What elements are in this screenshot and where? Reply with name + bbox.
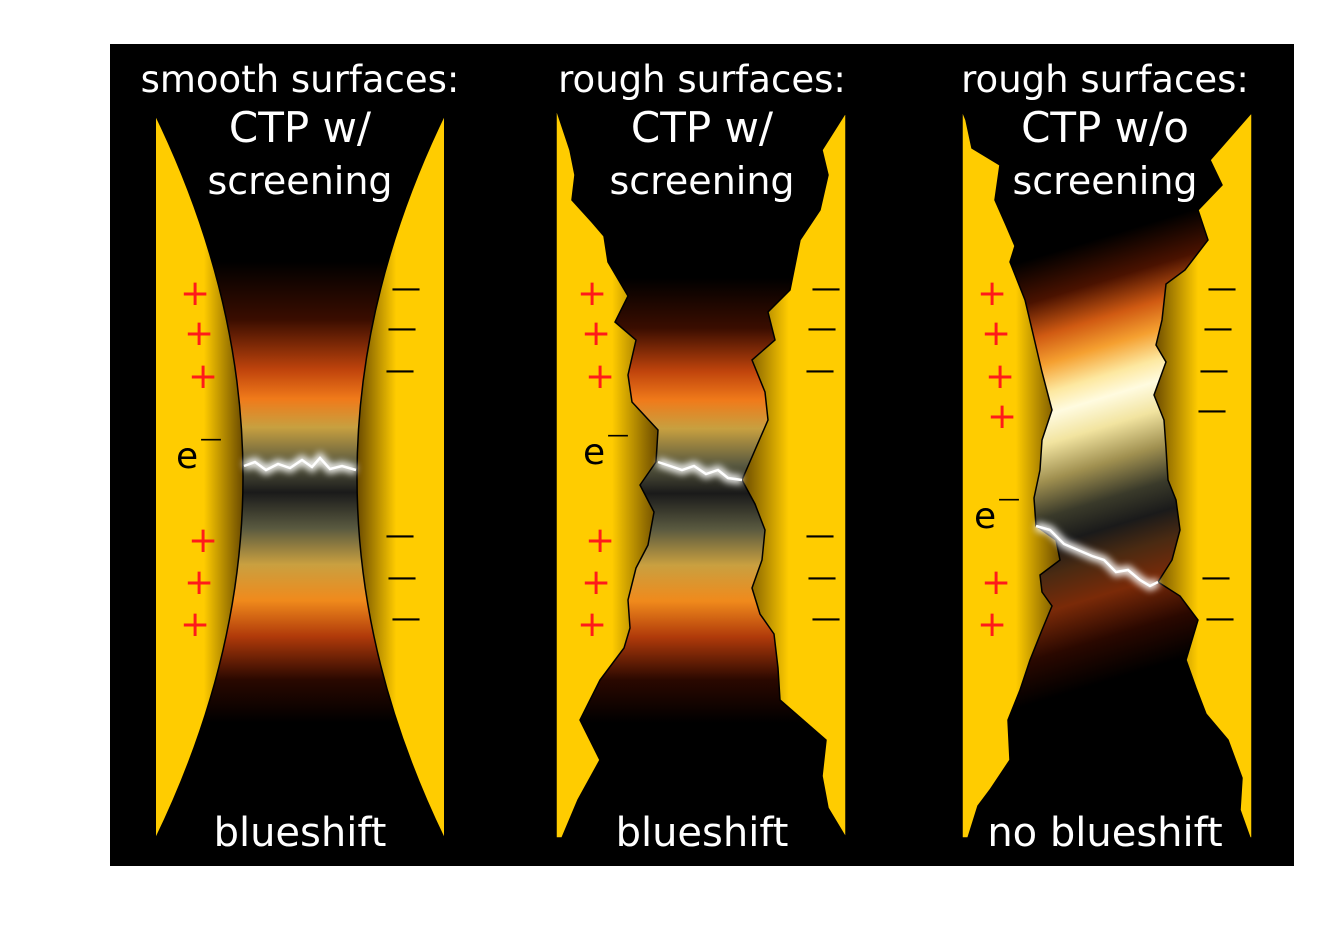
panel-rough-with-screening: + + + + + + — — — — — — e — rough surfac… [555, 58, 847, 856]
svg-text:—: — [1205, 601, 1235, 636]
svg-text:—: — [807, 311, 837, 346]
svg-text:+: + [577, 273, 607, 314]
svg-text:—: — [1207, 271, 1237, 306]
electron-path [1035, 524, 1159, 588]
panel-title: smooth surfaces: [141, 58, 460, 101]
svg-text:+: + [585, 356, 615, 397]
svg-text:—: — [391, 271, 421, 306]
plus-charges: + + + + + + [577, 273, 615, 645]
electron-label: e [974, 496, 996, 537]
svg-text:—: — [805, 518, 835, 553]
svg-text:—: — [385, 518, 415, 553]
panel-subtitle: CTP w/ [631, 103, 774, 152]
panel-result: blueshift [214, 810, 387, 856]
electron-charge: — [200, 427, 222, 452]
svg-text:+: + [180, 273, 210, 314]
right-metal-surface [1153, 110, 1253, 839]
panel-subtitle-2: screening [207, 159, 392, 203]
svg-text:+: + [987, 396, 1017, 437]
svg-text:—: — [387, 560, 417, 595]
plus-charges: + + + + + + [977, 273, 1017, 645]
panel-result: no blueshift [987, 810, 1222, 856]
svg-text:+: + [188, 356, 218, 397]
minus-charges: — — — — — — [385, 271, 421, 636]
gap-field [560, 120, 846, 838]
electron-label: e [176, 436, 198, 477]
svg-text:—: — [805, 353, 835, 388]
svg-text:—: — [1203, 311, 1233, 346]
panel-subtitle: CTP w/o [1021, 103, 1189, 152]
svg-text:+: + [581, 313, 611, 354]
minus-charges: — — — — — — [805, 271, 841, 636]
right-metal-surface [741, 109, 847, 841]
svg-text:—: — [391, 601, 421, 636]
panel-subtitle-2: screening [609, 159, 794, 203]
svg-text:+: + [585, 520, 615, 561]
svg-text:+: + [184, 562, 214, 603]
panel-title: rough surfaces: [558, 58, 846, 101]
electron-charge: — [998, 487, 1020, 512]
left-metal-surface [555, 107, 659, 839]
panel-rough-without-screening: + + + + + + — — — — — — e — rough surfac… [961, 58, 1253, 856]
svg-text:—: — [807, 560, 837, 595]
svg-text:—: — [1199, 353, 1229, 388]
svg-text:—: — [811, 601, 841, 636]
svg-text:+: + [977, 273, 1007, 314]
svg-text:+: + [977, 604, 1007, 645]
panel-subtitle-2: screening [1012, 159, 1197, 203]
svg-text:—: — [387, 311, 417, 346]
svg-text:—: — [1201, 560, 1231, 595]
svg-text:+: + [981, 313, 1011, 354]
svg-text:+: + [581, 562, 611, 603]
svg-text:+: + [981, 562, 1011, 603]
svg-text:+: + [188, 520, 218, 561]
electron-charge: — [607, 423, 629, 448]
svg-text:—: — [385, 353, 415, 388]
svg-text:+: + [180, 604, 210, 645]
electron-path [657, 460, 743, 482]
panel-title: rough surfaces: [961, 58, 1249, 101]
svg-text:+: + [985, 356, 1015, 397]
plus-charges: + + + + + + [180, 273, 218, 645]
minus-charges: — — — — — — [1197, 271, 1237, 636]
gap-field [966, 118, 1250, 838]
electron-label: e [583, 432, 605, 473]
svg-text:—: — [811, 271, 841, 306]
svg-text:+: + [577, 604, 607, 645]
electron-path [243, 456, 357, 472]
panel-subtitle: CTP w/ [229, 103, 372, 152]
panel-smooth-with-screening: + + + + + + — — — — — — e — smooth surfa… [141, 58, 460, 856]
svg-text:—: — [1197, 393, 1227, 428]
svg-text:+: + [184, 313, 214, 354]
panel-result: blueshift [616, 810, 789, 856]
